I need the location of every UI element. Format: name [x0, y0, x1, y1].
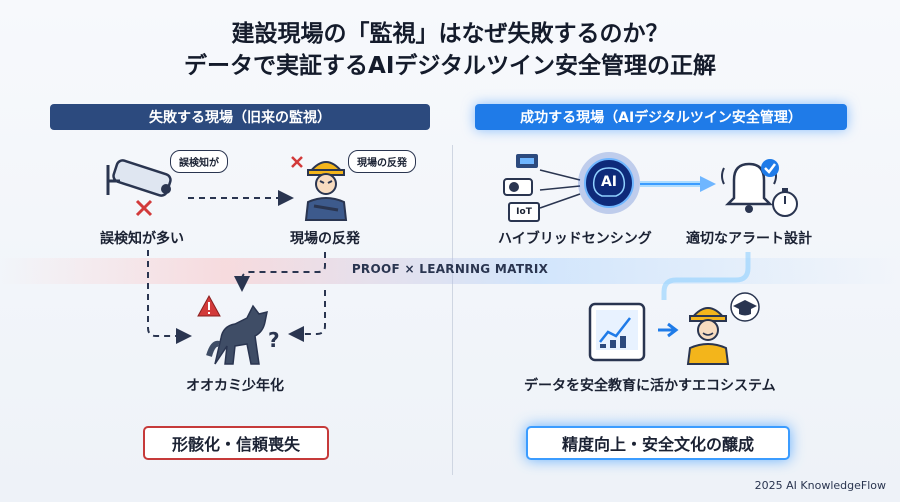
right-arrow-icon	[656, 322, 680, 338]
left-result-box: 形骸化・信頼喪失	[143, 426, 329, 460]
anger-mark-icon	[290, 154, 304, 168]
worker-label: 現場の反発	[290, 231, 360, 247]
right-panel-header: 成功する現場（AIデジタルツイン安全管理）	[475, 104, 847, 130]
footer-credit: 2025 AI KnowledgeFlow	[754, 479, 886, 492]
left-panel-header: 失敗する現場（旧来の監視）	[50, 104, 430, 130]
wolf-label: オオカミ少年化	[186, 378, 284, 394]
worker-speech-bubble: 現場の反発	[348, 150, 416, 173]
sensing-label: ハイブリッドセンシング	[498, 231, 652, 247]
page-title: 建設現場の「監視」はなぜ失敗するのか？ データで実証するAIデジタルツイン安全管…	[0, 18, 900, 82]
camera-label: 誤検知が多い	[100, 231, 184, 247]
happy-worker-icon	[680, 296, 736, 366]
error-x-icon	[134, 198, 154, 218]
title-line-2: データで実証するAIデジタルツイン安全管理の正解	[184, 53, 716, 79]
question-mark-icon: ?	[268, 328, 280, 352]
panel-divider	[452, 145, 453, 475]
ai-brain-icon: AI	[576, 150, 642, 216]
graduation-cap-icon	[728, 292, 762, 322]
iot-text: IoT	[516, 207, 532, 217]
matrix-label: PROOF × LEARNING MATRIX	[351, 262, 549, 276]
angry-worker-icon	[298, 150, 354, 222]
ai-text: AI	[600, 174, 618, 190]
camera-speech-bubble: 誤検知が	[170, 150, 228, 173]
camera-device-icon	[502, 176, 534, 198]
warning-triangle-icon	[196, 294, 222, 318]
title-line-1: 建設現場の「監視」はなぜ失敗するのか？	[231, 21, 669, 47]
right-result-box: 精度向上・安全文化の醸成	[526, 426, 790, 460]
howling-wolf-icon	[205, 298, 285, 366]
tablet-chart-icon	[586, 302, 652, 364]
check-badge-icon	[760, 158, 780, 178]
bell-icon	[718, 152, 780, 216]
education-label: データを安全教育に活かすエコシステム	[524, 378, 776, 394]
stopwatch-icon	[770, 186, 800, 218]
alert-label: 適切なアラート設計	[686, 231, 812, 247]
iot-chip-icon: IoT	[508, 202, 540, 222]
cctv-camera-icon	[100, 155, 180, 215]
sensor-device-icon	[512, 150, 542, 172]
